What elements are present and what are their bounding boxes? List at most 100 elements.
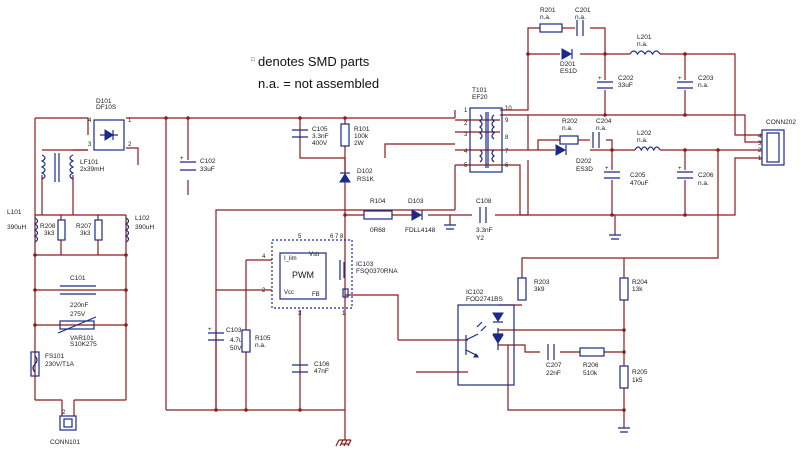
resistor-r204: R204 13k [619, 277, 648, 301]
components-c101-value-label: 220nF [70, 302, 88, 309]
components-r206-value-label: 510k [583, 370, 598, 377]
capacitor-c203: + C203 n.a. [677, 75, 714, 89]
components-r105-value-label: n.a. [255, 342, 266, 349]
components-c103-rating-label: 50V [230, 345, 242, 352]
components-c204-value-label: n.a. [596, 125, 607, 132]
pins-d101_p3-label: 3 [88, 142, 92, 148]
diode-d202: D202 ES3D [555, 144, 593, 173]
components-c207-value-label: 22nF [546, 370, 561, 377]
inductor-l102: L102 390uH [124, 215, 154, 243]
d101-ref: D101 [96, 98, 112, 105]
components-c105-rating-label: 400V [312, 140, 328, 147]
ic103-pwm: PWM I_lim Vstr Vcc FB 4 5 2 3 1 6 7 8 IC… [262, 234, 398, 317]
diode-d201: D201 ES1D [560, 48, 577, 75]
components-conn101-ref-label: CONN101 [50, 439, 80, 446]
components-ic102-ref-label: IC102 [466, 289, 484, 296]
svg-text:+: + [678, 166, 682, 172]
capacitor-c205: + C205 470uF [604, 166, 648, 187]
components-fs101-ref-label: FS101 [45, 353, 65, 360]
connector-conn101: 2 CONN101 [50, 410, 80, 446]
resistor-r101: R101 100k 2W [340, 123, 370, 147]
lf101-ref: LF101 [80, 159, 99, 166]
components-c106-value-label: 47nF [314, 368, 329, 375]
components-r105-ref-label: R105 [255, 335, 271, 342]
pins-d101_p4-label: 4 [88, 118, 92, 124]
components-r205-ref-label: R205 [632, 369, 648, 376]
components-c205-value-label: 470uF [630, 180, 648, 187]
components-fs101-value-label: 230V/T1A [45, 361, 75, 368]
components-ic103-value-label: FSQ0370RNA [356, 268, 398, 275]
svg-text:+: + [208, 327, 212, 333]
pins-t_p7-label: 7 [505, 149, 509, 155]
components-l102-ref-label: L102 [135, 215, 150, 222]
components-c201-ref-label: C201 [575, 7, 591, 14]
resistor-r207: R207 3k3 [76, 215, 103, 255]
diode-d102: D102 RS1K [339, 168, 375, 183]
pins-conn202_p1-label: 1 [758, 156, 762, 162]
components-r104-value-label: 0R68 [370, 227, 386, 234]
components-r204-ref-label: R204 [632, 279, 648, 286]
components-d202-value-label: ES3D [576, 166, 593, 173]
varistor-var101: VAR101 S10K275 [57, 316, 97, 348]
inductor-l101: L101 390uH [7, 209, 39, 243]
capacitor-c206: + C206 n.a. [677, 166, 714, 187]
components-c202-ref-label: C202 [618, 75, 634, 82]
pins-conn202_p2-label: 2 [758, 148, 762, 154]
capacitor-c204: C204 n.a. [592, 118, 612, 148]
components-c206-value-label: n.a. [698, 180, 709, 187]
components-conn202-ref-label: CONN202 [766, 119, 796, 126]
choke-lf101: LF101 2x39mH [40, 153, 105, 182]
components-ic103-ref-label: IC103 [356, 261, 374, 268]
components-r104-ref-label: R104 [370, 198, 386, 205]
components-c203-value-label: n.a. [698, 82, 709, 89]
components-c103-ref-label: C103 [226, 327, 242, 334]
components-r207-ref-label: R207 [76, 223, 92, 230]
components-r208-value-label: 3k3 [44, 230, 55, 237]
components-r101-value-label: 100k [354, 133, 369, 140]
components-d201-value-label: ES1D [560, 68, 577, 75]
components-c108-rating-label: Y2 [476, 235, 484, 242]
transformer-t101: T101 EF20 1 2 3 4 5 6 7 8 9 10 [464, 87, 512, 173]
components-r205-value-label: 1k5 [632, 377, 643, 384]
components-r101-ref-label: R101 [354, 126, 370, 133]
fuse-fs101: FS101 230V/T1A [30, 351, 75, 377]
components-c205-ref-label: C205 [630, 172, 646, 179]
capacitor-c106: C106 47nF [292, 361, 330, 375]
components-t101-ref-label: T101 [472, 87, 487, 94]
components-c203-ref-label: C203 [698, 75, 714, 82]
components-r101-rating-label: 2W [354, 140, 365, 147]
pins-ic103_vcc-label: Vcc [284, 290, 294, 296]
components-d102-value-label: RS1K [357, 176, 375, 183]
capacitor-c103: + C103 4.7uF 50V [208, 327, 247, 352]
pins-ic103_vstr-label: Vstr [309, 252, 320, 258]
components-r202-ref-label: R202 [562, 118, 578, 125]
pins-t_p1-label: 1 [464, 108, 468, 114]
components-l101-ref-label: L101 [7, 209, 22, 216]
connector-conn202: CONN202 4 3 2 1 [758, 119, 796, 166]
components-c206-ref-label: C206 [698, 172, 714, 179]
components-c202-value-label: 33uF [618, 82, 633, 89]
components-c102-ref-label: C102 [200, 158, 216, 165]
pins-d101_p1-label: 1 [128, 118, 132, 124]
pins-ic103_ilim-label: I_lim [284, 256, 297, 262]
pins-conn101_p2-label: 2 [62, 410, 66, 416]
diode-d103: D103 FDLL4148 [405, 198, 436, 234]
capacitor-c102: + C102 33uF [180, 156, 216, 173]
components-c105-ref-label: C105 [312, 126, 328, 133]
inductor-l201: L201 n.a. [629, 34, 661, 56]
pins-ic103_p678-label: 6 7 8 [330, 234, 344, 240]
capacitor-c207: C207 22nF [546, 344, 562, 377]
capacitor-c201: C201 n.a. [575, 7, 591, 36]
components-d103-value-label: FDLL4148 [405, 227, 436, 234]
components-c204-ref-label: C204 [596, 118, 612, 125]
na-note: n.a. = not assembled [258, 76, 379, 91]
components-r203-ref-label: R203 [534, 279, 550, 286]
pins-t_p8-label: 8 [505, 135, 509, 141]
ic102-optocoupler: IC102 FOD2741BS [457, 289, 515, 386]
resistor-r201: R201 n.a. [539, 7, 563, 33]
components-d201-ref-label: D201 [560, 61, 576, 68]
components-c106-ref-label: C106 [314, 361, 330, 368]
components-r207-value-label: 3k3 [80, 230, 91, 237]
inductor-l202: L202 n.a. [634, 130, 661, 152]
resistor-r203: R203 3k9 [517, 277, 550, 301]
